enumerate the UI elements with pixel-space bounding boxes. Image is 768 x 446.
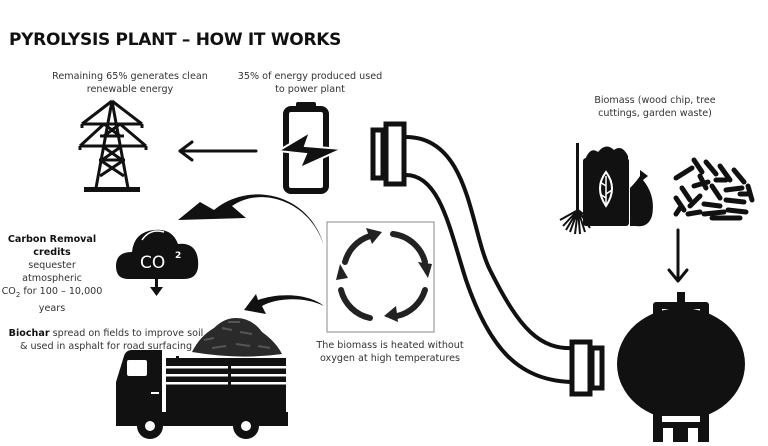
co2-icon-text: CO <box>140 253 165 273</box>
carbon-duration: for 100 – 10,000 <box>20 286 103 297</box>
reactor-icon <box>617 292 745 446</box>
wood-pellets-icon <box>673 157 755 221</box>
co2-text: CO <box>1 286 16 297</box>
grid-label-line2: renewable energy <box>86 84 174 95</box>
biochar-label-line2: & used in asphalt for road surfacing <box>19 341 193 352</box>
biochar-label-bold: Biochar <box>8 328 50 339</box>
truck-icon <box>116 350 288 439</box>
biochar-label: Biochar spread on fields to improve soil… <box>6 327 206 353</box>
cycle-arrows-icon <box>338 231 428 321</box>
process-label-line2: oxygen at high temperatures <box>319 353 460 364</box>
pylon-base <box>84 187 140 192</box>
process-label: The biomass is heated without oxygen at … <box>300 339 480 365</box>
biochar-pile-icon <box>192 318 282 357</box>
co2-subscript: 2 <box>15 290 21 299</box>
power-pylon-icon <box>78 99 148 189</box>
rake-bag-leaf-icon <box>559 143 653 235</box>
power-label: 35% of energy produced used to power pla… <box>220 70 400 96</box>
carbon-label-line2: sequester atmospheric <box>22 260 82 284</box>
carbon-label-bold: Carbon Removal credits <box>7 234 97 258</box>
power-label-line1: 35% of energy produced used <box>237 71 383 82</box>
process-box <box>326 221 435 333</box>
co2-icon-sup: 2 <box>175 251 181 261</box>
carbon-label-line3: CO2 for 100 – 10,000 <box>0 285 104 302</box>
arrow-left-icon <box>178 140 258 162</box>
power-label-line2: to power plant <box>275 84 345 95</box>
carbon-label-line4: years <box>38 302 66 314</box>
co2-cloud-icon: CO 2 <box>116 229 199 296</box>
biomass-label-line2: cuttings, garden waste) <box>598 108 712 119</box>
pipe-icon <box>370 121 605 397</box>
carbon-label: Carbon Removal credits sequester atmosph… <box>0 233 104 315</box>
curved-arrow-small-icon <box>244 294 324 314</box>
biochar-label-line1: spread on fields to improve soil <box>49 328 204 339</box>
biomass-label: Biomass (wood chip, tree cuttings, garde… <box>575 94 735 120</box>
battery-charging-icon <box>274 102 346 194</box>
grid-label-line1: Remaining 65% generates clean <box>52 71 208 82</box>
cycle-arrowheads <box>336 228 432 322</box>
curved-arrow-icon <box>178 194 324 246</box>
biomass-label-line1: Biomass (wood chip, tree <box>594 95 716 106</box>
process-label-line1: The biomass is heated without <box>316 340 464 351</box>
arrow-down-icon <box>667 228 689 283</box>
page-title: PYROLYSIS PLANT – HOW IT WORKS <box>9 30 342 50</box>
grid-label: Remaining 65% generates clean renewable … <box>30 70 230 96</box>
